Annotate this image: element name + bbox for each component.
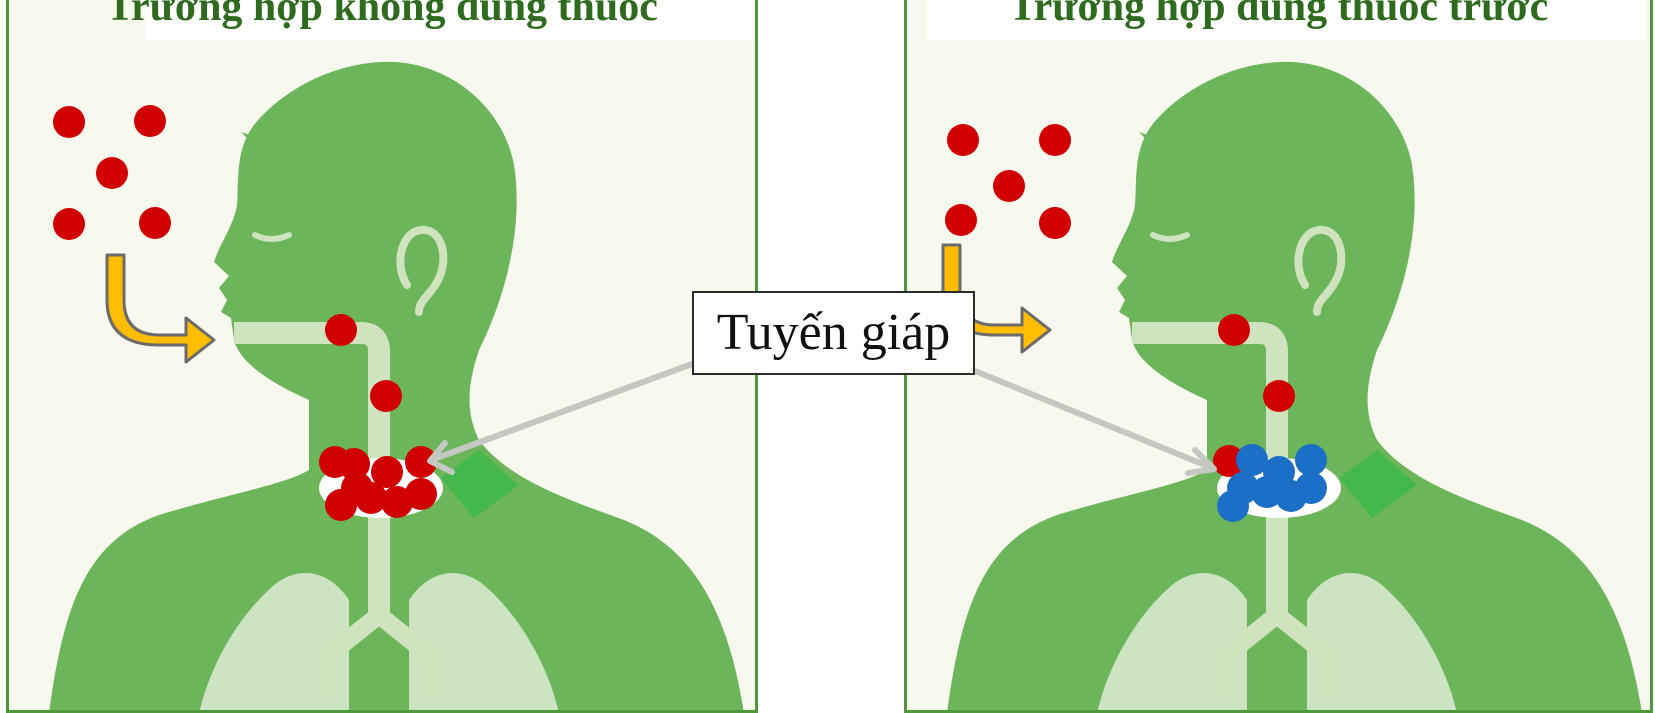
- particle: [1039, 124, 1071, 156]
- particle: [1039, 207, 1071, 239]
- particle: [96, 157, 128, 189]
- particle-blue: [1295, 444, 1327, 476]
- body-shape: [947, 62, 1642, 713]
- particle: [370, 380, 402, 412]
- particle: [53, 106, 85, 138]
- particle: [1218, 314, 1250, 346]
- particle: [945, 204, 977, 236]
- particle: [139, 207, 171, 239]
- particle: [405, 478, 437, 510]
- particle: [405, 446, 437, 478]
- panel-title-right: Trường hợp dùng thuốc trước: [907, 0, 1650, 32]
- particle-blue: [1217, 490, 1249, 522]
- particle: [993, 170, 1025, 202]
- figure-left: [9, 0, 758, 713]
- particle: [325, 314, 357, 346]
- panel-with-medicine: Trường hợp dùng thuốc trước: [904, 0, 1653, 713]
- thyroid-label: Tuyến giáp: [692, 291, 975, 375]
- particle: [1263, 380, 1295, 412]
- particle: [947, 124, 979, 156]
- particle: [53, 208, 85, 240]
- panel-without-medicine: Trường hợp không dùng thuốc: [6, 0, 758, 713]
- panel-title-left: Trường hợp không dùng thuốc: [9, 0, 755, 32]
- figure-right: [907, 0, 1653, 713]
- inhale-arrow-icon: [107, 255, 214, 362]
- human-silhouette: [947, 62, 1642, 713]
- particle: [325, 489, 357, 521]
- particle: [134, 105, 166, 137]
- particle-blue: [1295, 472, 1327, 504]
